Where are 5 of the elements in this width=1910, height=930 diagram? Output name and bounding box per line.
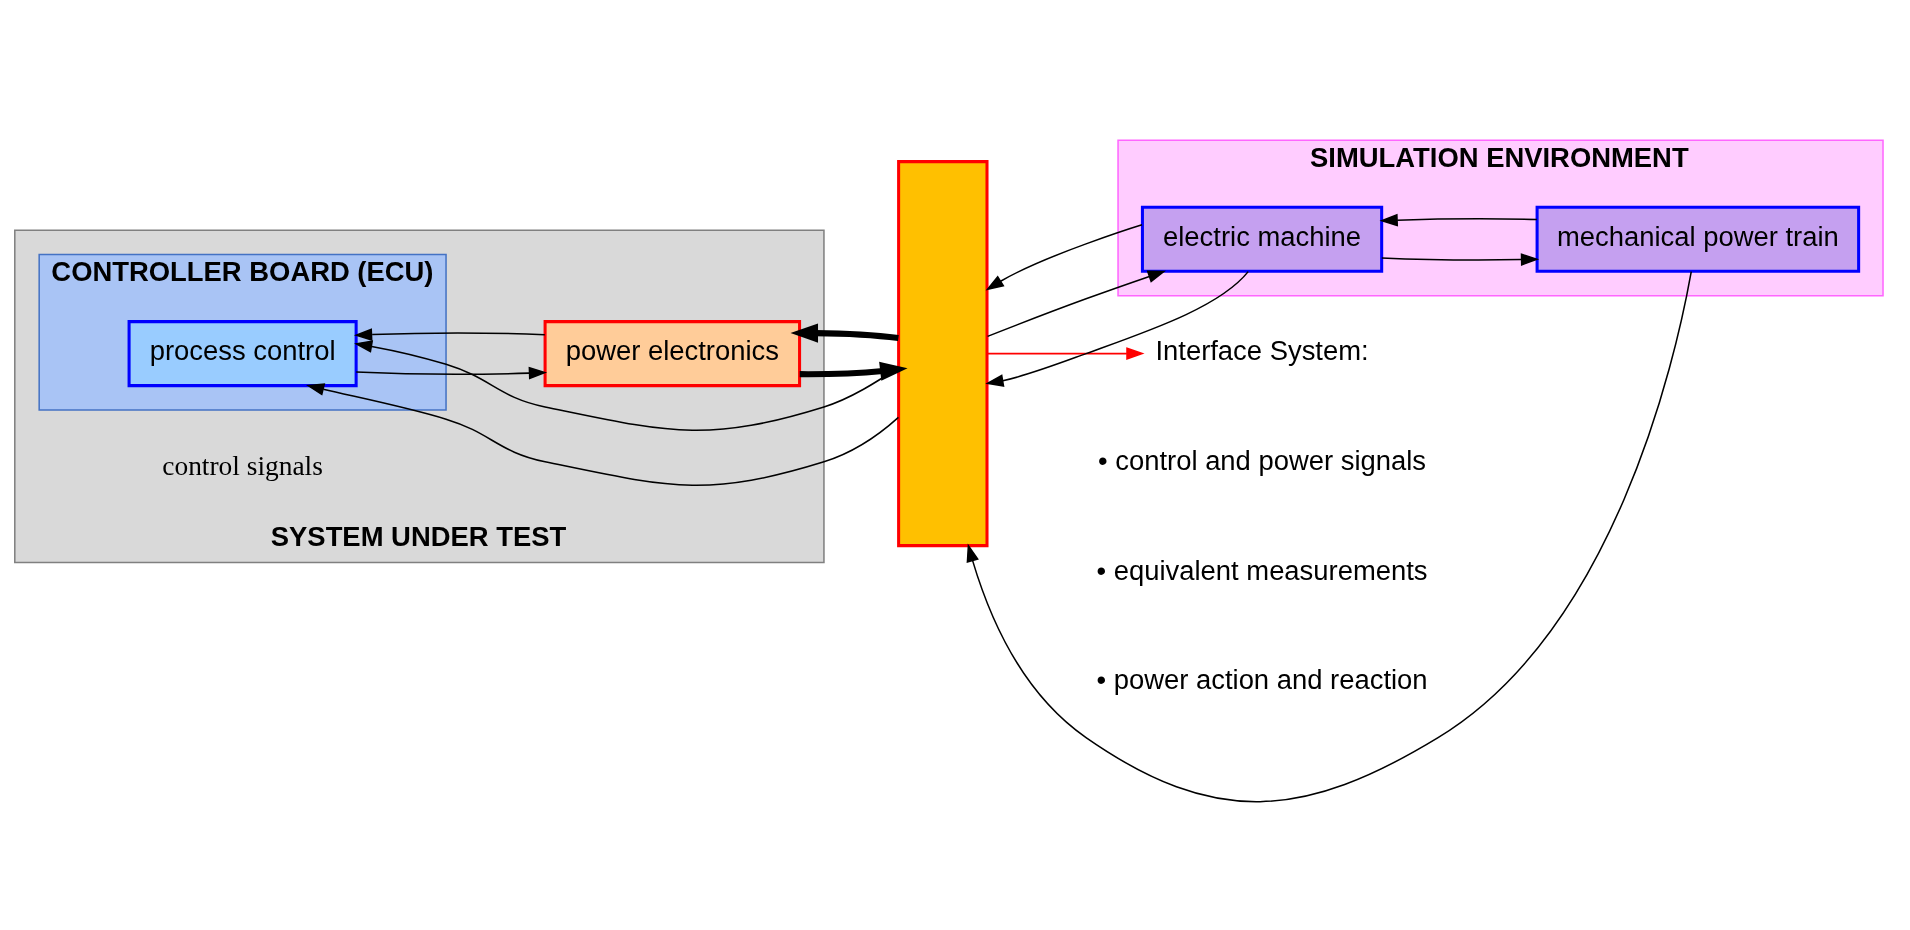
node-text: Interface System: [1155, 335, 1369, 367]
label: • equivalent measurements [1096, 554, 1428, 586]
label: • control and power signals [1098, 445, 1427, 477]
label: control signals [162, 450, 323, 481]
label: • power action and reaction [1096, 664, 1428, 696]
